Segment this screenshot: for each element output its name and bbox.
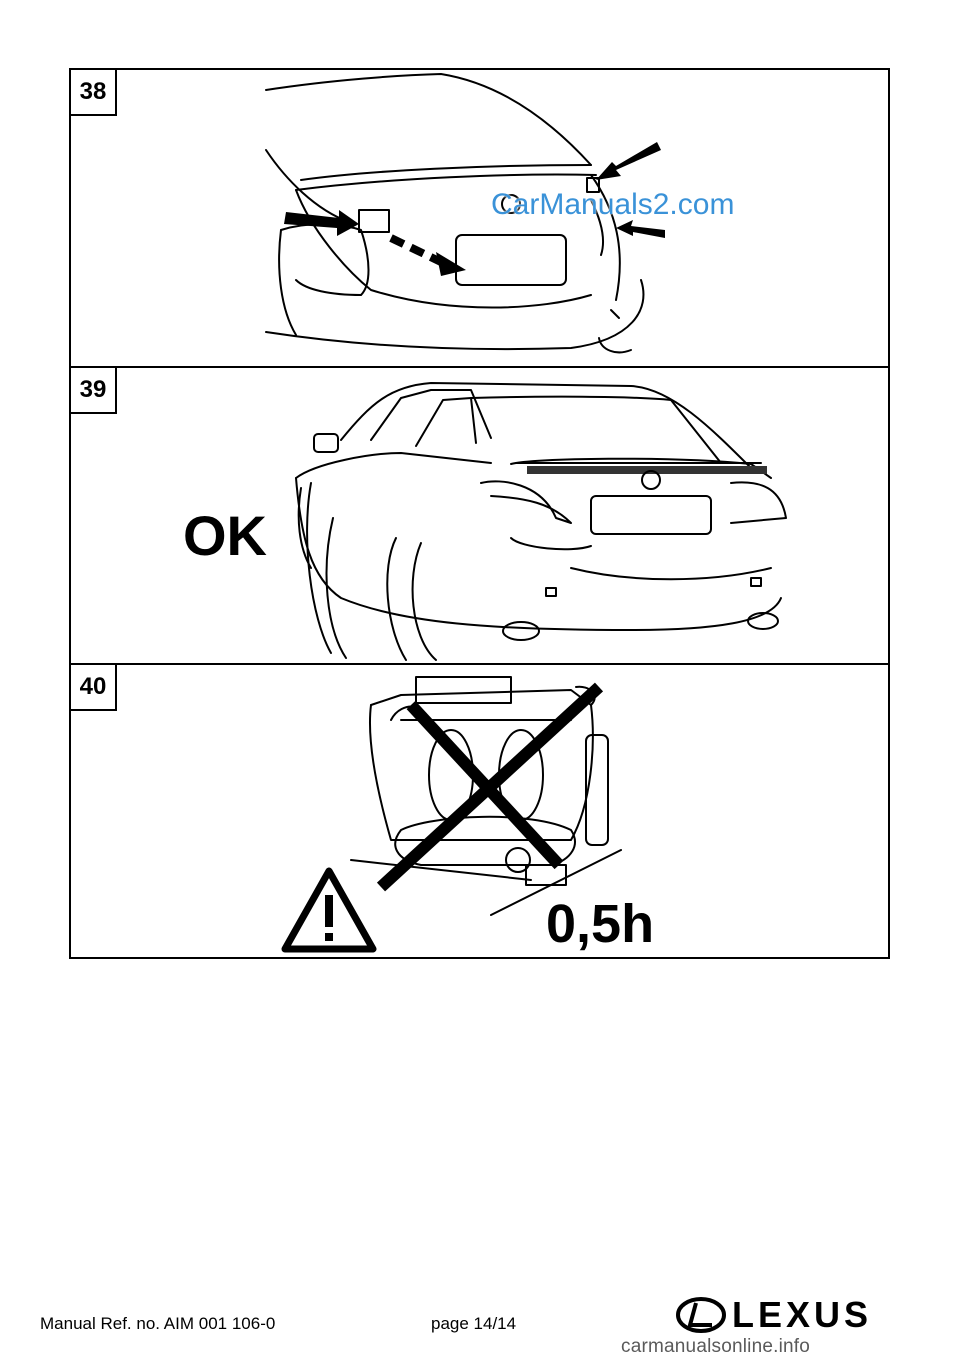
lexus-logo: LEXUS <box>676 1295 936 1335</box>
site-watermark: carmanualsonline.info <box>621 1336 811 1357</box>
step-39: 39 <box>71 366 888 662</box>
manual-ref: Manual Ref. no. AIM 001 106-0 <box>40 1314 276 1333</box>
step-number: 39 <box>71 368 117 414</box>
step-number: 40 <box>71 665 117 711</box>
lexus-logo-icon <box>676 1297 726 1333</box>
time-label: 0,5h <box>546 894 655 954</box>
arrow-icon <box>284 142 665 238</box>
car-wash-illustration <box>281 676 622 953</box>
watermark-text: CarManuals2.com <box>491 188 735 221</box>
step-40: 40 <box>71 663 888 959</box>
instruction-steps: 38 <box>69 68 890 959</box>
ok-label: OK <box>183 504 267 567</box>
cross-out-icon <box>376 682 604 892</box>
warning-triangle-icon <box>281 867 377 953</box>
step-number: 38 <box>71 70 117 116</box>
trunk-spoiler-illustration <box>265 73 665 354</box>
step-38: 38 <box>71 70 888 366</box>
brand-wordmark: LEXUS <box>732 1294 873 1335</box>
car-rear-illustration <box>295 382 787 661</box>
page-number: page 14/14 <box>431 1314 517 1333</box>
